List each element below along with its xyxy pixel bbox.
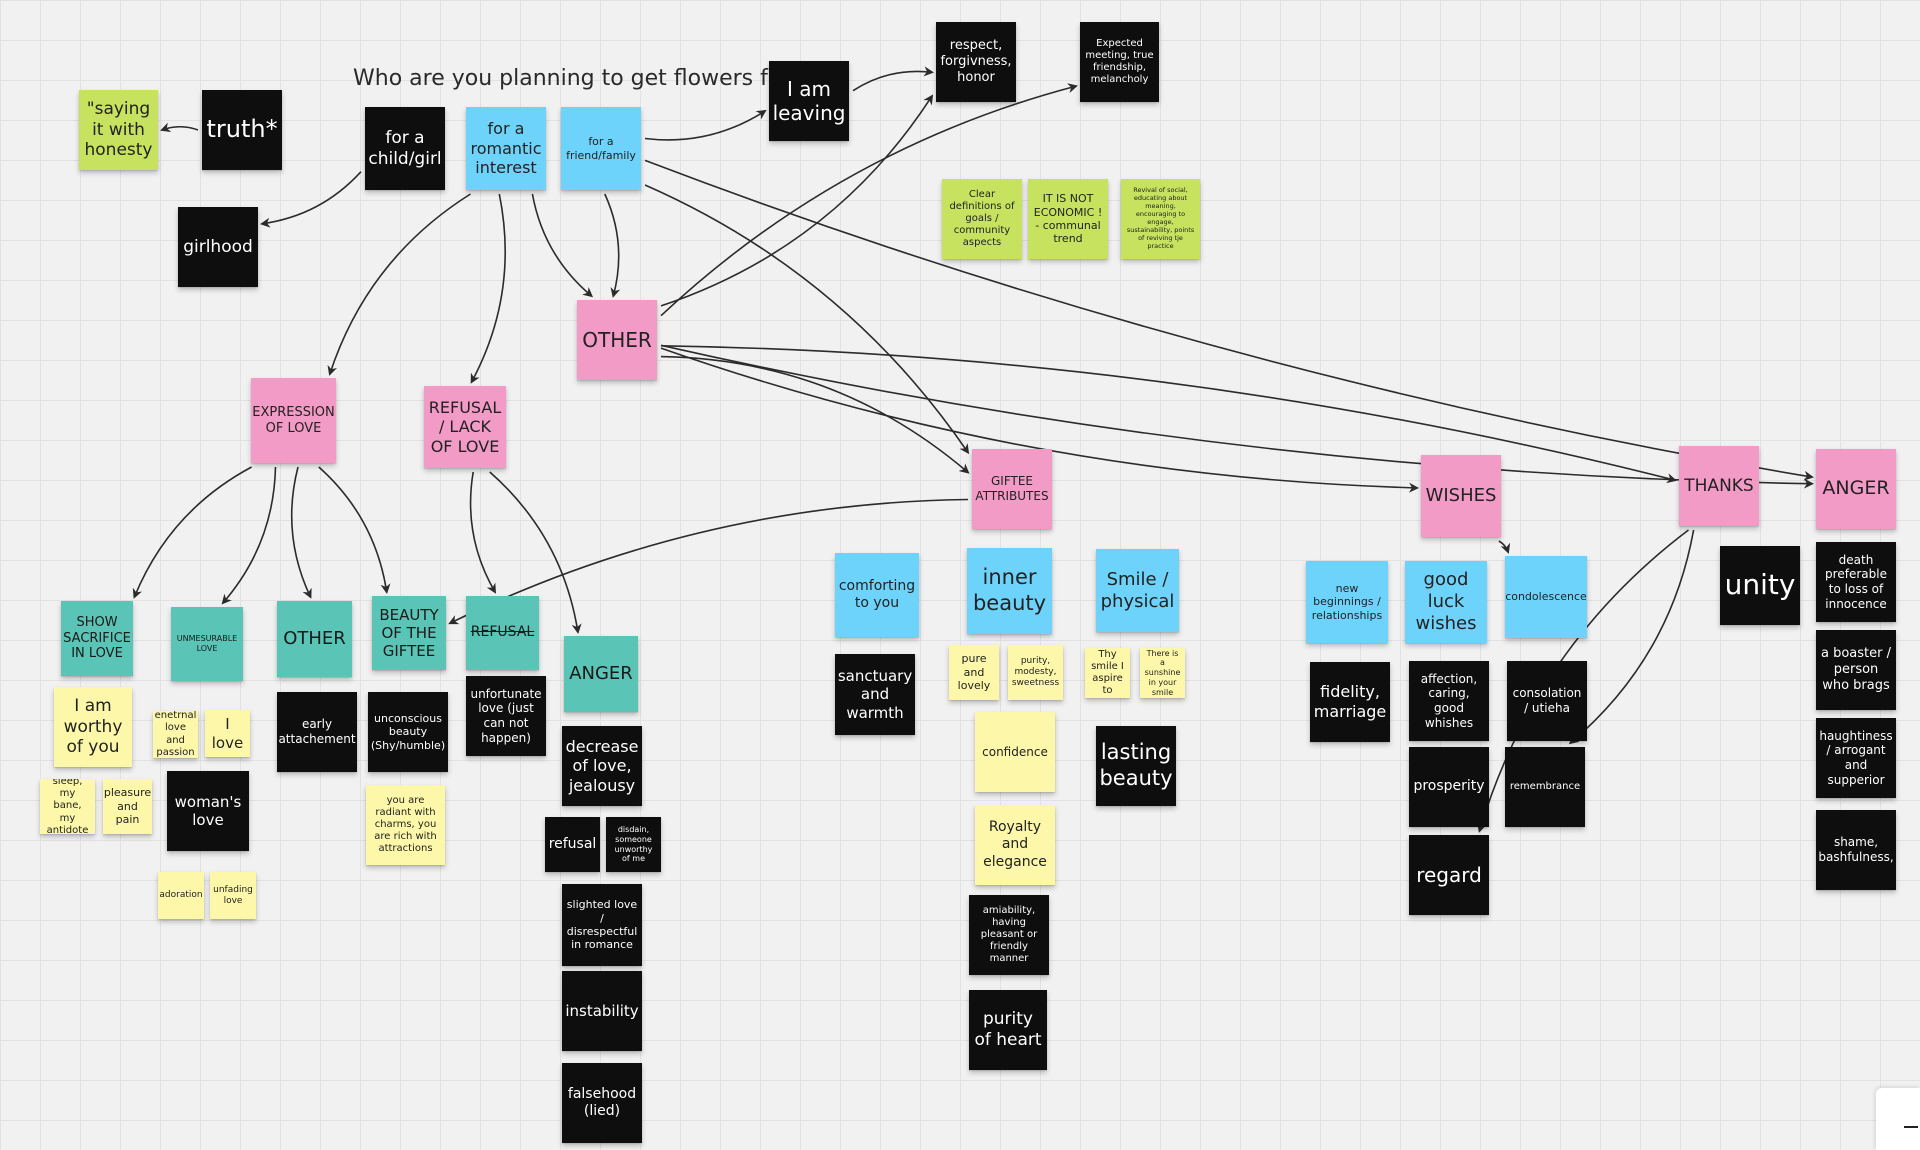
subcategory-note[interactable]: REFUSAL	[466, 596, 539, 670]
sticky-note[interactable]: affection, caring, good whishes	[1409, 661, 1489, 741]
sticky-note[interactable]: Royalty and elegance	[975, 805, 1055, 885]
sticky-note[interactable]: Clear definitions of goals / community a…	[942, 179, 1022, 259]
sticky-note[interactable]: pure and lovely	[949, 645, 999, 700]
sticky-note[interactable]: refusal	[545, 817, 600, 872]
connector-arrow[interactable]	[660, 355, 970, 474]
sticky-note[interactable]: truth*	[202, 90, 282, 170]
sticky-note[interactable]: death preferable to loss of innocence	[1816, 542, 1896, 622]
sticky-note[interactable]: haughtiness / arrogant and supperior	[1816, 718, 1896, 798]
sticky-note[interactable]: Revival of social, educating about meani…	[1121, 179, 1200, 259]
sticky-note[interactable]: fidelity, marriage	[1310, 662, 1390, 742]
sticky-note[interactable]: remembrance	[1505, 747, 1585, 827]
connector-arrow[interactable]	[160, 122, 199, 132]
subcategory-note[interactable]: SHOW SACRIFICE IN LOVE	[61, 601, 133, 676]
connector-arrow[interactable]	[327, 193, 471, 376]
sticky-note[interactable]: you are radiant with charms, you are ric…	[366, 785, 445, 865]
sticky-note[interactable]: decrease of love, jealousy	[562, 726, 642, 806]
sticky-note[interactable]: falsehood (lied)	[562, 1063, 642, 1143]
sticky-note[interactable]: Smile / physical	[1096, 549, 1179, 632]
connector-arrow[interactable]	[318, 466, 391, 594]
connector-arrow[interactable]	[260, 171, 362, 228]
sticky-note[interactable]: enetrnal love and passion	[153, 711, 198, 758]
sticky-note[interactable]: disdain, someone unworthy of me	[606, 817, 661, 872]
sticky-note[interactable]: regard	[1409, 835, 1489, 915]
sticky-note[interactable]: I am worthy of you	[54, 687, 132, 767]
sticky-note[interactable]: respect, forgivness, honor	[936, 22, 1016, 102]
connector-arrow[interactable]	[290, 466, 312, 599]
sticky-note[interactable]: early attachement	[277, 692, 357, 772]
sticky-note[interactable]: unfortunate love (just can not happen)	[466, 676, 546, 756]
connector-arrow[interactable]	[1568, 529, 1695, 745]
sticky-note[interactable]: prosperity	[1409, 747, 1489, 827]
sticky-note[interactable]: for a romantic interest	[466, 107, 546, 190]
connector-arrow[interactable]	[644, 109, 767, 141]
sticky-note[interactable]: sleep, my bane, my antidote	[40, 779, 95, 834]
connector-arrow[interactable]	[644, 184, 970, 455]
category-note[interactable]: GIFTEE ATTRIBUTES	[972, 449, 1052, 529]
category-note[interactable]: THANKS	[1679, 446, 1759, 526]
sticky-note[interactable]: purity, modesty, sweetness	[1008, 645, 1063, 700]
connector-arrow[interactable]	[644, 159, 1814, 481]
connector-arrow[interactable]	[221, 466, 277, 605]
sticky-note[interactable]: There is a sunshine in your smile	[1140, 648, 1185, 698]
connector-arrow[interactable]	[660, 345, 1677, 484]
category-note[interactable]: WISHES	[1421, 455, 1501, 537]
sticky-note[interactable]: I am leaving	[769, 61, 849, 141]
connector-arrow[interactable]	[604, 193, 621, 298]
subcategory-note[interactable]: OTHER	[277, 601, 352, 677]
connector-arrow[interactable]	[469, 471, 497, 594]
zoom-out-button[interactable]	[1876, 1088, 1920, 1150]
connector-arrow[interactable]	[470, 193, 506, 384]
sticky-note[interactable]: "saying it with honesty	[79, 90, 158, 170]
sticky-note[interactable]: unfading love	[210, 872, 256, 919]
sticky-note[interactable]: woman's love	[167, 771, 249, 851]
sticky-note[interactable]: inner beauty	[967, 548, 1052, 634]
sticky-note[interactable]: girlhood	[178, 207, 258, 287]
connector-arrow[interactable]	[660, 344, 1814, 489]
sticky-note[interactable]: new beginnings / relationships	[1306, 561, 1388, 643]
sticky-note[interactable]: amiability, having pleasant or friendly …	[969, 895, 1049, 975]
connector-arrow[interactable]	[132, 466, 252, 599]
sticky-note[interactable]: Thy smile I aspire to	[1085, 648, 1130, 698]
sticky-note[interactable]: confidence	[975, 712, 1055, 792]
category-note[interactable]: OTHER	[577, 300, 657, 380]
category-note[interactable]: ANGER	[1816, 449, 1896, 529]
subcategory-note[interactable]: ANGER	[564, 636, 638, 712]
sticky-note[interactable]: a boaster / person who brags	[1816, 630, 1896, 710]
sticky-note[interactable]: adoration	[158, 872, 204, 919]
sticky-note[interactable]: lasting beauty	[1096, 726, 1176, 806]
sticky-note[interactable]: instability	[562, 971, 642, 1051]
sticky-note[interactable]: pleasure and pain	[103, 779, 152, 834]
sticky-note[interactable]: I love	[205, 710, 250, 757]
sticky-note[interactable]: unconscious beauty (Shy/humble)	[368, 692, 448, 772]
subcategory-note[interactable]: BEAUTY OF THE GIFTEE	[372, 596, 446, 670]
category-note[interactable]: EXPRESSION OF LOVE	[251, 378, 336, 463]
sticky-note[interactable]: good luck wishes	[1405, 561, 1487, 643]
sticky-note[interactable]: slighted love / disrespectful in romance	[562, 884, 642, 966]
minus-icon	[1904, 1126, 1918, 1128]
sticky-note[interactable]: for a friend/family	[561, 107, 641, 190]
sticky-note[interactable]: purity of heart	[969, 990, 1047, 1070]
sticky-note[interactable]: unity	[1720, 546, 1800, 625]
connector-arrow[interactable]	[1498, 540, 1511, 554]
sticky-note[interactable]: comforting to you	[835, 553, 919, 637]
board-title: Who are you planning to get flowers for?	[353, 66, 803, 91]
sticky-note[interactable]: for a child/girl	[365, 107, 445, 190]
subcategory-note[interactable]: UNMESURABLE LOVE	[171, 607, 243, 681]
sticky-note[interactable]: sanctuary and warmth	[835, 654, 915, 735]
sticky-note[interactable]: condolescence	[1505, 556, 1587, 638]
sticky-note[interactable]: IT IS NOT ECONOMIC ! - communal trend	[1028, 179, 1108, 259]
sticky-note[interactable]: shame, bashfulness,	[1816, 810, 1896, 890]
connector-arrow[interactable]	[852, 66, 934, 92]
sticky-note[interactable]: Expected meeting, true friendship, melan…	[1080, 22, 1159, 102]
category-note[interactable]: REFUSAL / LACK OF LOVE	[424, 386, 506, 468]
sticky-note[interactable]: consolation / utieha	[1507, 661, 1587, 741]
connector-arrow[interactable]	[531, 193, 594, 298]
